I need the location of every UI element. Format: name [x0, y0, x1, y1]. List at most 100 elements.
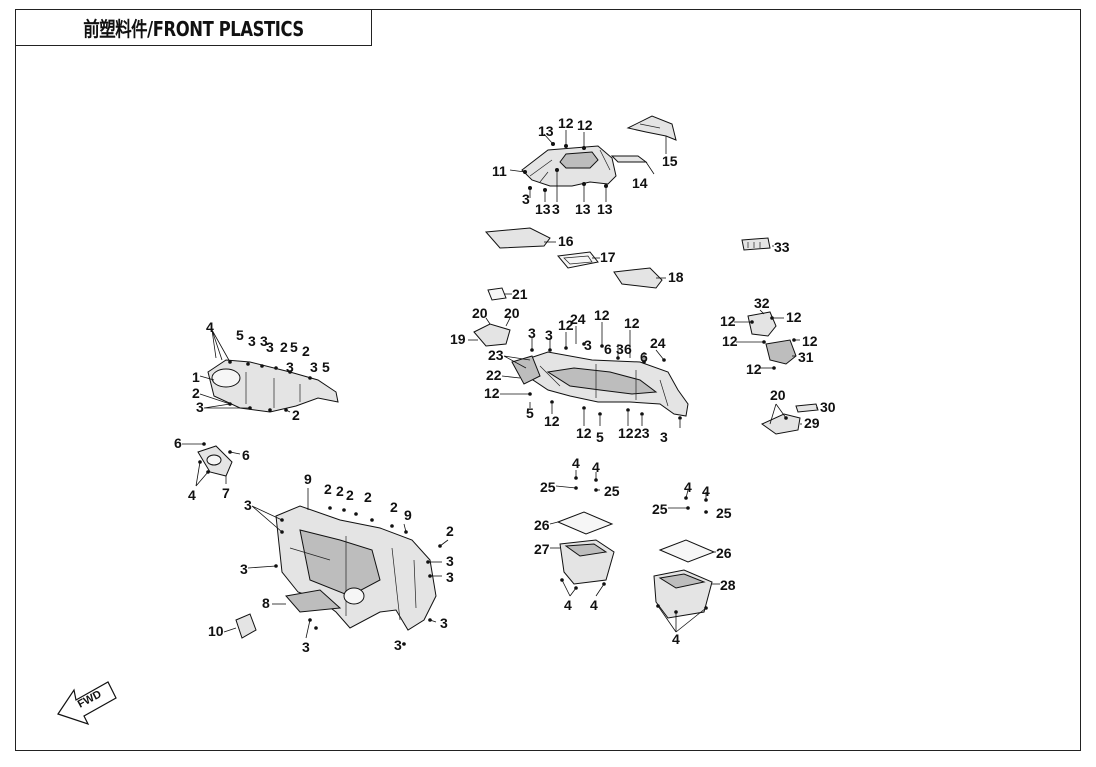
callout-5: 5: [322, 359, 330, 375]
callout-labels: 11 13 12 12 3 13 3 13 13 14 15 16 17 18 …: [174, 115, 836, 655]
gasket-part-26-right: [658, 539, 716, 563]
callout-12: 12: [720, 313, 736, 329]
callout-31: 31: [798, 349, 814, 365]
tray-part-16: [484, 227, 551, 249]
callout-3: 3: [616, 341, 624, 357]
callout-4: 4: [564, 597, 572, 613]
callout-2: 2: [280, 339, 288, 355]
callout-13: 13: [538, 123, 554, 139]
part-31: [765, 339, 797, 365]
callout-3: 3: [552, 201, 560, 217]
callout-2: 2: [390, 499, 398, 515]
callout-11: 11: [492, 163, 507, 179]
callout-21: 21: [512, 286, 528, 302]
callout-27: 27: [534, 541, 550, 557]
callout-3: 3: [266, 339, 274, 355]
callout-19: 19: [450, 331, 466, 347]
callout-5: 5: [526, 405, 534, 421]
part-32: [747, 311, 777, 337]
callout-12: 12: [484, 385, 500, 401]
callout-3: 3: [248, 333, 256, 349]
callout-4: 4: [206, 319, 214, 335]
callout-2: 2: [292, 407, 300, 423]
callout-6: 6: [624, 341, 632, 357]
callout-32: 32: [754, 295, 770, 311]
callout-23: 23: [634, 425, 650, 441]
callout-12: 12: [594, 307, 610, 323]
callout-3: 3: [196, 399, 204, 415]
callout-3: 3: [244, 497, 252, 513]
callout-4: 4: [590, 597, 598, 613]
callout-12: 12: [618, 425, 634, 441]
callout-1: 1: [192, 369, 200, 385]
callout-13: 13: [535, 201, 551, 217]
callout-13: 13: [575, 201, 591, 217]
left-upper-frame-part-1: [207, 359, 339, 413]
callout-12: 12: [786, 309, 802, 325]
callout-3: 3: [446, 553, 454, 569]
callout-5: 5: [236, 327, 244, 343]
callout-18: 18: [668, 269, 684, 285]
callout-12: 12: [558, 317, 574, 333]
callout-25: 25: [652, 501, 668, 517]
callout-5: 5: [290, 339, 298, 355]
part-29: [761, 413, 801, 435]
callout-12: 12: [576, 425, 592, 441]
callout-22: 22: [486, 367, 502, 383]
callout-3: 3: [394, 637, 402, 653]
callout-2: 2: [364, 489, 372, 505]
callout-3: 3: [440, 615, 448, 631]
callout-4: 4: [592, 459, 600, 475]
callout-24: 24: [570, 311, 586, 327]
callout-2: 2: [336, 483, 344, 499]
callout-9: 9: [304, 471, 312, 487]
callout-9: 9: [404, 507, 412, 523]
page-title: 前塑料件/FRONT PLASTICS: [83, 17, 304, 41]
bin-part-27: [559, 539, 615, 585]
bracket-part-10: [235, 613, 257, 639]
bracket-part-19: [473, 323, 511, 347]
callout-25: 25: [716, 505, 732, 521]
callout-24: 24: [650, 335, 666, 351]
callout-4: 4: [672, 631, 680, 647]
callout-12: 12: [558, 115, 574, 131]
callout-17: 17: [600, 249, 616, 265]
callout-2: 2: [192, 385, 200, 401]
tray-part-18: [613, 267, 663, 289]
callout-23: 23: [488, 347, 504, 363]
callout-6: 6: [242, 447, 250, 463]
left-bracket-part-6-7: [197, 445, 233, 477]
callout-20: 20: [504, 305, 520, 321]
callout-29: 29: [804, 415, 820, 431]
callout-2: 2: [446, 523, 454, 539]
callout-26: 26: [716, 545, 732, 561]
rear-panel-part-15: [626, 115, 677, 141]
dash-frame-part-22: [511, 351, 689, 417]
callout-28: 28: [720, 577, 736, 593]
callout-33: 33: [774, 239, 790, 255]
callout-2: 2: [346, 487, 354, 503]
callout-25: 25: [540, 479, 556, 495]
part-30: [795, 403, 819, 413]
callout-25: 25: [604, 483, 620, 499]
callout-12: 12: [577, 117, 593, 133]
callout-12: 12: [624, 315, 640, 331]
callout-3: 3: [522, 191, 530, 207]
callout-4: 4: [684, 479, 692, 495]
callout-6: 6: [640, 349, 648, 365]
callout-3: 3: [310, 359, 318, 375]
drawing-frame: [15, 9, 1081, 751]
lower-panel-part-8: [285, 589, 342, 613]
callout-20: 20: [770, 387, 786, 403]
callout-4: 4: [702, 483, 710, 499]
fwd-arrow: FWD: [57, 681, 117, 726]
title-block: 前塑料件/FRONT PLASTICS: [15, 9, 372, 46]
callout-15: 15: [662, 153, 678, 169]
callout-12: 12: [722, 333, 738, 349]
callout-8: 8: [262, 595, 270, 611]
callout-3: 3: [545, 327, 553, 343]
callout-3: 3: [302, 639, 310, 655]
callout-12: 12: [746, 361, 762, 377]
front-top-cover-part-11: [521, 145, 617, 187]
